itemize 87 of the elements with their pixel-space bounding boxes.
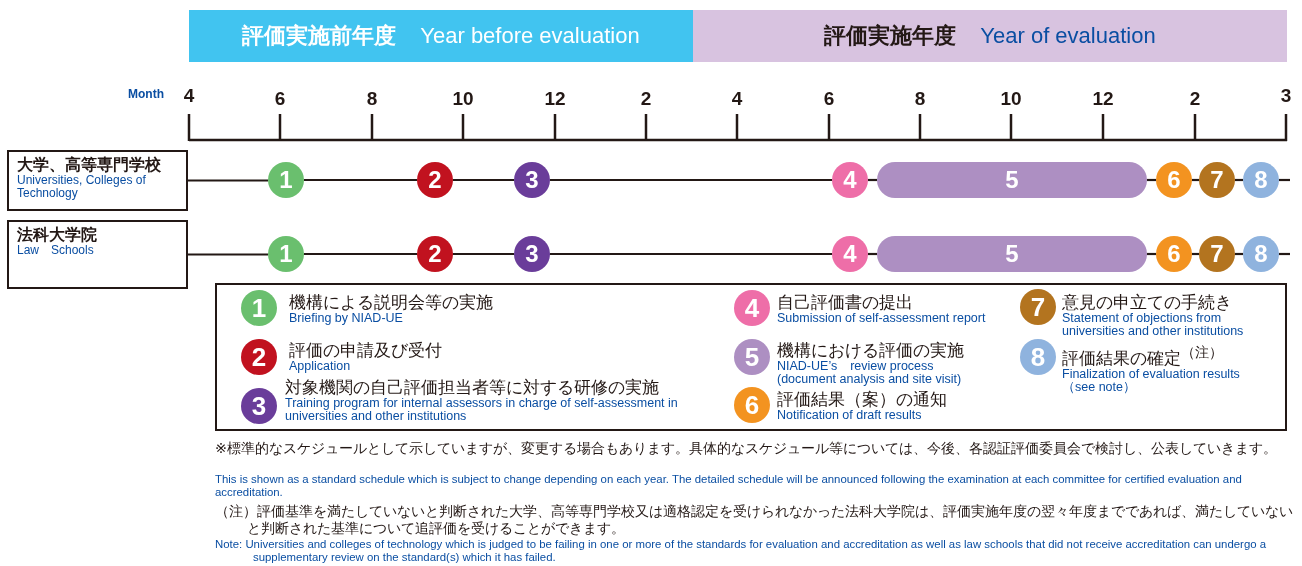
band-title: 評価実施年度 [824, 22, 957, 50]
band-subtitle: Year before evaluation [420, 23, 640, 49]
legend-panel [215, 283, 1287, 431]
step-marker: 5 [734, 339, 770, 375]
step-marker: 6 [734, 387, 770, 423]
tick-label: 10 [451, 88, 475, 110]
note-text: Note: Universities and colleges of technology which is judged to be failing in one or more of the standards for evaluation and accreditation as well as law schools that did not receive accreditation can undergo a supplementary review on the standard(s) which it has failed. [215, 538, 1268, 564]
step-description: Application [289, 360, 352, 373]
timeline-line [1279, 252, 1290, 256]
step-description: NIAD-UE’s review process (document analysis and site visit) [777, 360, 963, 386]
band-subtitle: Year of evaluation [980, 23, 1156, 49]
step-marker: 6 [1156, 236, 1192, 272]
timeline-line [304, 178, 417, 182]
step-title: 評価結果の確定$^{（注）}$ [1062, 343, 1224, 368]
row-subtitle: Law Schools [17, 244, 95, 257]
tick-label: 8 [913, 88, 927, 110]
step-marker: 1 [268, 236, 304, 272]
step-title: 自己評価書の提出 [777, 292, 914, 312]
step-title: 評価結果（案）の通知 [777, 389, 948, 409]
timeline-line [453, 252, 514, 256]
step-description: Finalization of evaluation results （see note） [1062, 367, 1241, 394]
timeline-line [550, 252, 832, 256]
timeline-line [1192, 178, 1199, 182]
timeline-line [1192, 252, 1199, 256]
note-text: ※標準的なスケジュールとして示していますが、変更する場合もあります。具体的なスケジュール等については、今後、各認証評価委員会で検討し、公表していきます。 [215, 440, 1278, 457]
timeline-line [868, 252, 877, 256]
step-description: Briefing by NIAD-UE [289, 312, 404, 325]
step-marker: 7 [1199, 236, 1235, 272]
tick-label: 6 [273, 88, 287, 110]
timeline-line [1147, 252, 1156, 256]
row-title: 大学、高等専門学校 [17, 156, 162, 174]
timeline-line [188, 179, 268, 182]
timeline-line [1147, 178, 1156, 182]
step-marker: 8 [1243, 236, 1279, 272]
step-marker: 1 [268, 162, 304, 198]
tick-label: 4 [730, 88, 744, 110]
tick-label: 8 [365, 88, 379, 110]
step-marker: 4 [832, 236, 868, 272]
step-title: 意見の申立ての手続き [1062, 292, 1233, 312]
step-title: 評価の申請及び受付 [289, 340, 443, 360]
step-description: Training program for internal assessors in charge of self-assessment in universities and other institutions [285, 397, 679, 423]
timeline-line [868, 178, 877, 182]
step-description: Statement of objections from universities and other institutions [1062, 312, 1245, 338]
tick-label: 6 [822, 88, 836, 110]
step-marker: 2 [417, 236, 453, 272]
process-bar: 5 [877, 162, 1147, 198]
step-marker: 7 [1199, 162, 1235, 198]
row-label-box [7, 150, 188, 211]
step-marker: 2 [241, 339, 277, 375]
tick-label: 4 [182, 85, 196, 107]
axis-label: Month [127, 87, 164, 101]
tick-label: 2 [639, 88, 653, 110]
row-label-box [7, 220, 188, 289]
year-band [189, 10, 693, 62]
timeline-line [453, 178, 514, 182]
tick-label: 2 [1188, 88, 1202, 110]
step-marker: 3 [514, 162, 550, 198]
tick-label: 12 [1091, 88, 1115, 110]
step-title: 対象機関の自己評価担当者等に対する研修の実施 [285, 377, 660, 397]
step-marker: 4 [832, 162, 868, 198]
tick-label: 3 [1279, 85, 1293, 107]
year-band [693, 10, 1287, 62]
timeline-line [188, 253, 268, 256]
step-marker: 8 [1020, 339, 1056, 375]
timeline-line [550, 178, 832, 182]
step-marker: 3 [241, 388, 277, 424]
step-marker: 4 [734, 290, 770, 326]
step-marker: 7 [1020, 289, 1056, 325]
row-subtitle: Universities, Colleges of Technology [17, 174, 147, 200]
step-marker: 2 [417, 162, 453, 198]
step-marker: 8 [1243, 162, 1279, 198]
band-title: 評価実施前年度 [242, 22, 397, 50]
step-marker: 6 [1156, 162, 1192, 198]
timeline-line [304, 252, 417, 256]
note-text: This is shown as a standard schedule which is subject to change depending on each year. The detailed schedule will be announced following the examination at each committee for certified evaluation and accreditation. [215, 473, 1243, 499]
step-description: Submission of self-assessment report [777, 312, 987, 325]
tick-label: 12 [543, 88, 567, 110]
note-text: （注）評価基準を満たしていないと判断された大学、高等専門学校又は適格認定を受けられなかった法科大学院は、評価実施年度の翌々年度までであれば、満たしていないと判断された基準について追評価を受けることができます。 [215, 503, 1294, 536]
step-marker: 1 [241, 290, 277, 326]
timeline-line [1279, 178, 1290, 182]
step-title: 機構における評価の実施 [777, 340, 965, 360]
step-description: Notification of draft results [777, 409, 923, 422]
step-title: 機構による説明会等の実施 [289, 292, 494, 312]
tick-label: 10 [999, 88, 1023, 110]
row-title: 法科大学院 [17, 226, 98, 244]
step-marker: 3 [514, 236, 550, 272]
process-bar: 5 [877, 236, 1147, 272]
